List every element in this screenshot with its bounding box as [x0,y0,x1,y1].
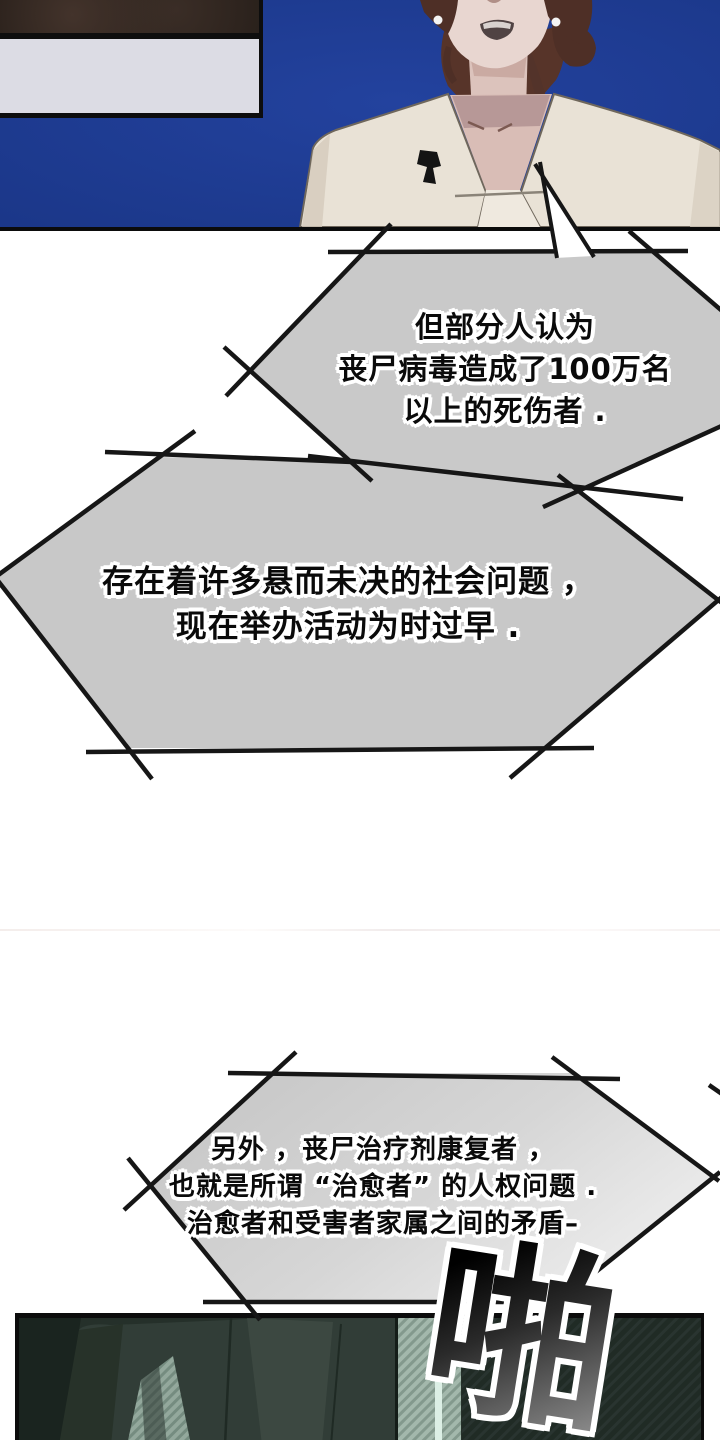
speech-line: 另外 ，丧尸治疗剂康复者 ， [210,1135,556,1165]
earring-left [433,15,443,25]
suit-seam-1 [223,1318,233,1440]
bright-line [435,1318,442,1440]
suit-seam-2 [330,1323,342,1440]
speech-line: 存在着许多悬而未决的社会问题 ， [102,564,594,600]
speech-line: 以上的死伤者 . [403,394,607,428]
inner-shirt [478,190,540,227]
jacket-left-shade [302,134,330,227]
news-anchor-illustration [0,0,720,227]
speech-bubble-2-text: 存在着许多悬而未决的社会问题 ， 现在举办活动为时过早 . [18,560,678,650]
jacket-left [298,92,488,227]
shirt-strap-line [454,190,546,198]
suit-fold-highlight [247,1318,333,1440]
speech-line: 也就是所谓 “治愈者” 的人权问题 . [168,1172,598,1202]
inset-caption-box [0,39,259,113]
panel-dark-scene [15,1313,704,1440]
earring-right [551,17,561,27]
sfx-container: 啪 啪 [406,1210,720,1440]
brooch-mic [417,150,441,184]
speech-line: 丧尸病毒造成了100万名 [338,352,672,386]
panel-news-studio [0,0,720,231]
background-wall-right [462,1318,701,1440]
nose-shadow [487,0,501,3]
speech-bubble-3-text: 另外 ，丧尸治疗剂康复者 ， 也就是所谓 “治愈者” 的人权问题 . 治愈者和受… [113,1132,653,1243]
chest-shadow [452,95,550,128]
light-strip [397,1318,461,1440]
speech-bubble-1-text: 但部分人认为 丧尸病毒造成了100万名 以上的死伤者 . [275,306,720,432]
speech-line: 但部分人认为 [414,310,595,344]
hair-right [544,0,593,44]
strip-edge [395,1318,398,1440]
broadcast-inset [0,0,263,118]
suit-shade [59,1324,123,1440]
hair-strand-left [443,46,457,84]
inset-photo [0,0,259,39]
hair-strand-right [522,44,548,106]
gutter-artifact-line [0,929,720,931]
teeth [483,21,511,29]
sfx-text: 啪 [412,1215,632,1440]
wedge-fold [141,1366,167,1440]
jacket-right-shade [690,142,720,227]
speech-line: 现在举办活动为时过早 . [175,609,521,645]
collarbone-lines [467,120,513,133]
suit-scene-illustration [19,1318,701,1440]
